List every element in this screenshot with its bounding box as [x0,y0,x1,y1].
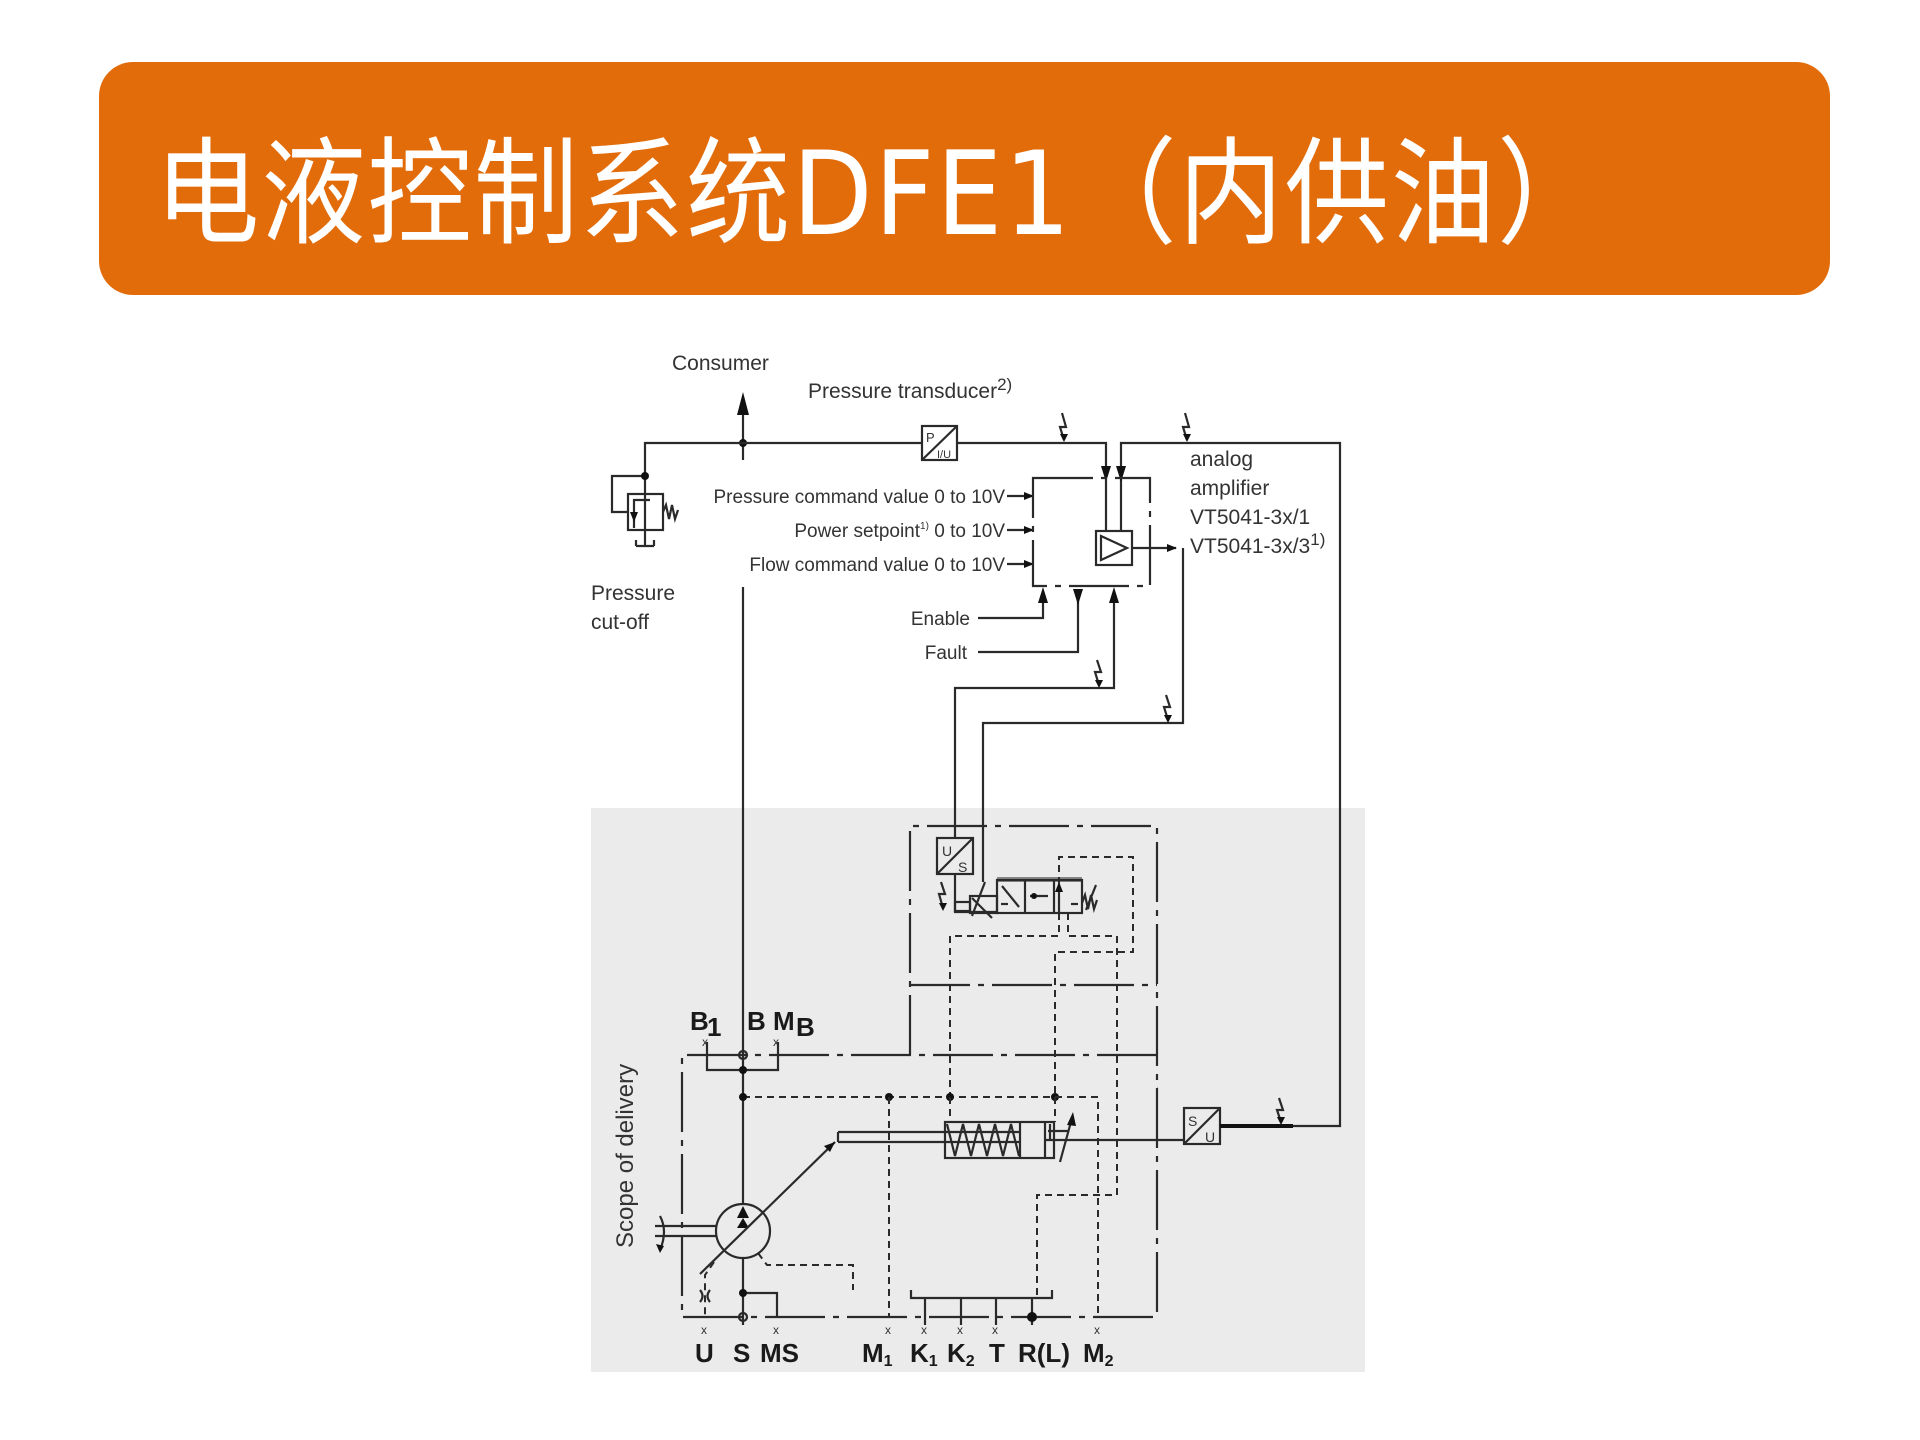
port-u: U [695,1338,714,1368]
svg-text:x: x [885,1323,891,1337]
port-rl: R(L) [1018,1338,1070,1368]
port-mb: M B x [773,1006,815,1049]
scope-of-delivery-label: Scope of delivery [612,1064,639,1248]
scope-of-delivery-area [591,808,1365,1372]
svg-text:analog: analog [1190,448,1253,471]
pressure-cutoff-label-line1: Pressure [591,582,675,605]
bottom-ports: U S MS M1 K1 K2 T R(L) M2 [695,1338,1114,1370]
pressure-transducer-label: Pressure transducer2) [808,375,1012,403]
svg-text:VT5041-3x/1: VT5041-3x/1 [1190,506,1310,529]
proportional-valve-icon [953,877,1099,919]
amplifier-label: analog amplifier VT5041-3x/1 VT5041-3x/3… [1190,448,1325,558]
title-banner: 电液控制系统DFE1（内供油） [99,62,1830,295]
port-m2: M2 [1083,1338,1114,1370]
port-markers: x x x x x x x [701,1323,1100,1337]
fault-label: Fault [925,643,968,664]
svg-text:x: x [957,1323,963,1337]
input-pressure-command: Pressure command value 0 to 10V [714,487,1006,508]
lightning-icon [1093,659,1103,688]
orifice-icon [699,1289,711,1303]
svg-text:M: M [773,1006,795,1036]
svg-text:U: U [1205,1129,1215,1145]
svg-text:VT5041-3x/31): VT5041-3x/31) [1190,530,1325,558]
port-m1: M1 [862,1338,893,1370]
consumer-label: Consumer [672,352,769,375]
svg-text:x: x [921,1323,927,1337]
svg-text:S: S [1188,1113,1197,1129]
input-power-setpoint: Power setpoint1) 0 to 10V [794,521,1005,542]
svg-text:x: x [773,1035,779,1049]
svg-text:amplifier: amplifier [1190,477,1269,500]
analog-amplifier-block [981,476,1185,882]
svg-text:x: x [1094,1323,1100,1337]
consumer-arrow-icon [737,392,749,460]
port-b1: B 1 x [690,1006,721,1049]
port-k2: K2 [947,1338,975,1370]
port-k1: K1 [910,1338,938,1370]
port-s: S [733,1338,750,1368]
pressure-transducer-icon: P I/U [920,424,959,462]
svg-text:x: x [701,1323,707,1337]
port-ms: MS [760,1338,799,1368]
svg-text:B: B [690,1006,709,1036]
lightning-icon [1058,412,1068,442]
slide-title: 电液控制系统DFE1（内供油） [155,127,1604,262]
pressure-cutoff-valve-icon [610,472,680,548]
enable-label: Enable [911,609,970,630]
svg-text:I/U: I/U [937,449,951,461]
lightning-icon [1275,1097,1285,1125]
port-t: T [989,1338,1005,1368]
input-flow-command: Flow command value 0 to 10V [749,555,1005,576]
lightning-icon [937,881,947,911]
lightning-icon [1162,694,1172,723]
port-b: B [747,1006,766,1036]
svg-text:x: x [992,1323,998,1337]
svg-text:B: B [747,1006,766,1036]
pressure-cutoff-label-line2: cut-off [591,611,649,634]
svg-text:P: P [926,430,935,445]
svg-text:B: B [796,1012,815,1042]
svg-text:U: U [942,843,952,859]
svg-text:S: S [958,859,967,875]
svg-text:1: 1 [707,1012,721,1042]
lightning-icon [1181,412,1191,442]
svg-text:x: x [773,1323,779,1337]
svg-text:x: x [702,1035,708,1049]
